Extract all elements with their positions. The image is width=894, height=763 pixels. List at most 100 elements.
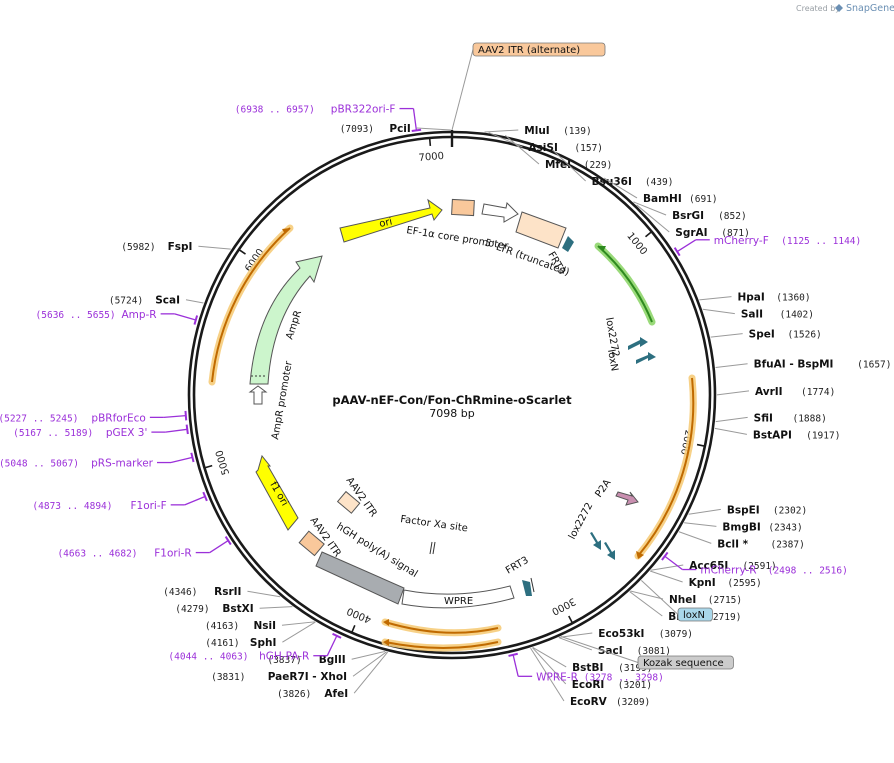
enzyme-position: (1657) (857, 360, 891, 371)
enzyme-position: (1917) (806, 430, 840, 441)
p2a-feature[interactable] (615, 491, 639, 506)
enzyme-position: (4163) (205, 621, 239, 632)
enzyme-label[interactable]: SphI (250, 637, 276, 649)
ampr-feature[interactable] (249, 255, 323, 385)
primer-label[interactable]: mCherry-R (700, 565, 756, 577)
orf-arc-bottom-2 (384, 641, 499, 649)
primer-label[interactable]: F1ori-R (154, 548, 191, 560)
callout-label[interactable]: loxN (683, 610, 705, 621)
lox2272-bottom-feature[interactable] (590, 532, 601, 550)
enzyme-label[interactable]: FspI (168, 241, 193, 253)
aav2-itr-top-feature[interactable] (451, 198, 475, 217)
primer-label[interactable]: pBRforEco (91, 412, 145, 424)
enzyme-label[interactable]: NsiI (253, 620, 276, 632)
primer-label[interactable]: pBR322ori-F (331, 104, 396, 116)
enzyme-label[interactable]: BglII (319, 654, 346, 666)
lox2272-top-feature[interactable] (628, 337, 648, 350)
primer-label[interactable]: hGH-PA-R (259, 651, 309, 663)
enzyme-callout-line (710, 333, 743, 338)
primer-line (676, 239, 697, 253)
enzyme-label[interactable]: RsrII (214, 586, 241, 598)
enzyme-label[interactable]: AvrII (755, 386, 783, 398)
enzyme-label[interactable]: BmgBI (722, 521, 760, 533)
enzyme-label[interactable]: SpeI (749, 329, 775, 341)
f1-ori-feature[interactable] (255, 454, 299, 531)
enzyme-label[interactable]: SalI (741, 309, 763, 321)
enzyme-callout-line (281, 621, 316, 626)
primer-site-mark (193, 315, 199, 325)
ltr-feature[interactable] (515, 211, 567, 249)
primer-line (165, 428, 188, 433)
enzyme-label[interactable]: EcoRV (570, 696, 608, 708)
enzyme-label[interactable]: KpnI (689, 577, 716, 589)
frt3-bottom-feature[interactable] (522, 580, 532, 596)
enzyme-label[interactable]: MluI (524, 125, 549, 137)
ef1a-promoter-feature[interactable] (481, 201, 519, 223)
enzyme-label[interactable]: BspEI (727, 504, 760, 516)
enzyme-callout-line (630, 590, 664, 600)
factor-xa-mark-2 (432, 541, 436, 555)
enzyme-position: (1888) (792, 413, 826, 424)
enzyme-callout-line (484, 129, 519, 133)
loxn-top-feature[interactable] (636, 352, 656, 364)
enzyme-label[interactable]: Eco53kI (598, 628, 644, 640)
enzyme-position: (3081) (637, 646, 671, 657)
loxn-bottom-feature[interactable] (604, 542, 615, 560)
tick-mark-1000 (645, 231, 653, 238)
enzyme-label[interactable]: NheI (669, 594, 696, 606)
enzyme-label[interactable]: PaeR7I - XhoI (268, 671, 347, 683)
enzyme-position: (1360) (776, 293, 810, 304)
enzyme-label[interactable]: HpaI (737, 292, 764, 304)
orf-arrow-bottom-1-icon (383, 619, 389, 626)
enzyme-callout-line (636, 204, 670, 233)
enzyme-label[interactable]: BstAPI (753, 429, 792, 441)
ori-feature[interactable] (339, 198, 443, 243)
enzyme-label[interactable]: EcoRI (572, 679, 605, 691)
enzyme-label[interactable]: BstBI (572, 662, 603, 674)
enzyme-position: (4161) (205, 638, 239, 649)
primer-label[interactable]: WPRE-R (536, 671, 578, 683)
hgh-polya-feature[interactable] (315, 551, 405, 605)
primer-label[interactable]: pRS-marker (91, 458, 154, 470)
enzyme-callout-line (259, 606, 293, 609)
primer-range: (5167 .. 5189) (13, 428, 93, 439)
enzyme-label[interactable]: Acc65I (689, 560, 728, 572)
enzyme-label[interactable]: BclI * (717, 538, 748, 550)
enzyme-label[interactable]: ScaI (155, 295, 180, 307)
enzyme-label[interactable]: AfeI (324, 688, 348, 700)
callout-label[interactable]: Kozak sequence (643, 658, 724, 669)
ampr-promoter-label: AmpR promoter (270, 359, 295, 440)
enzyme-label[interactable]: BamHI (643, 193, 682, 205)
frt3-top-feature[interactable] (562, 236, 574, 252)
enzyme-label[interactable]: BstXI (222, 603, 253, 615)
enzyme-callout-line (629, 591, 663, 617)
enzyme-callout-line (699, 296, 732, 301)
aav2-itr-inner-feature[interactable] (336, 490, 361, 514)
enzyme-label[interactable]: BsrGI (672, 210, 704, 222)
primer-label[interactable]: pGEX 3' (106, 427, 148, 439)
enzyme-label[interactable]: BfuAI - BspMI (754, 359, 834, 371)
enzyme-label[interactable]: PciI (389, 123, 410, 135)
enzyme-position: (2719) (707, 612, 741, 623)
primer-label[interactable]: Amp-R (121, 309, 156, 321)
orf-arrow-bottom-2-icon (383, 639, 389, 646)
primer-range: (4873 .. 4894) (32, 501, 112, 512)
primer-site-mark (332, 632, 342, 639)
frt3-bottom-label: FRT3 (504, 555, 531, 577)
enzyme-label[interactable]: SacI (598, 645, 623, 657)
primer-label[interactable]: mCherry-F (714, 235, 769, 247)
enzyme-label[interactable]: SgrAI (675, 227, 707, 239)
enzyme-label[interactable]: MfeI (545, 159, 571, 171)
enzyme-label[interactable]: AsiSI (528, 142, 557, 154)
ampr-label: AmpR (284, 309, 304, 341)
enzyme-position: (871) (721, 228, 750, 239)
enzyme-position: (157) (574, 143, 603, 154)
ampr-promoter-feature[interactable] (248, 385, 268, 405)
enzyme-label[interactable]: Bsu36I (592, 176, 632, 188)
enzyme-label[interactable]: SfiI (754, 412, 773, 424)
wpre-feature[interactable] (401, 585, 515, 609)
primer-site-mark (673, 247, 681, 257)
aav2-itr-bottom-feature[interactable] (298, 530, 325, 557)
primer-label[interactable]: F1ori-F (130, 500, 166, 512)
callout-label[interactable]: AAV2 ITR (alternate) (478, 45, 580, 56)
